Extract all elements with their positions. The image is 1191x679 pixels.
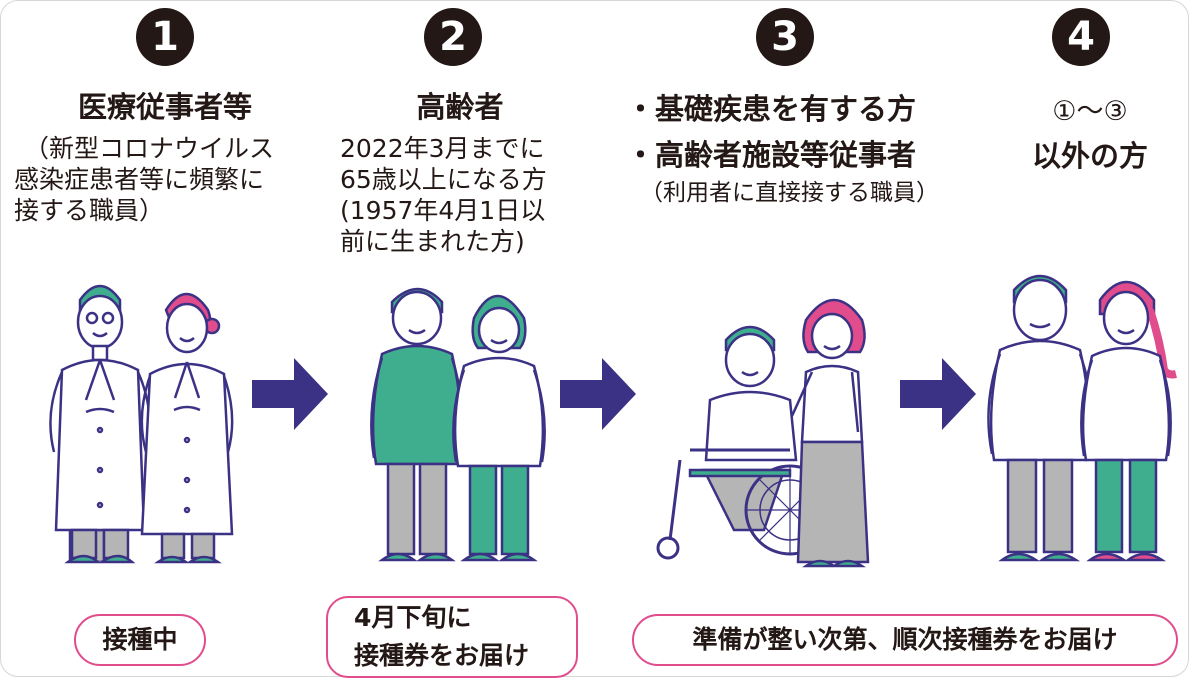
step-2-number: 2 [424, 8, 482, 66]
step-3-description: （利用者に直接接する職員） [640, 180, 939, 206]
status-ticket-late-april: 4月下旬に 接種券をお届け [326, 596, 578, 678]
elderly-man-icon [370, 287, 464, 562]
step-2-desc-line-4: 前に生まれた方) [340, 227, 525, 256]
step-1-title: 医療従事者等 [77, 90, 252, 124]
young-woman-icon [1080, 280, 1177, 562]
arrow-right-icon [900, 358, 976, 430]
caregiver-icon [790, 298, 870, 568]
status-vaccinating-label: 接種中 [102, 625, 178, 654]
status-ticket-line-1: 4月下旬に [354, 603, 472, 632]
step-1-desc-line-3: 接する職員） [14, 196, 165, 225]
arrow-right-icon [252, 358, 328, 430]
status-ticket-line-2: 接種券をお届け [354, 641, 530, 670]
step-4-title-line-1: ①〜③ [1052, 96, 1128, 127]
step-4-title: ①〜③ 以外の方 [1000, 90, 1180, 178]
doctor-icon [49, 284, 151, 564]
young-man-icon [987, 274, 1093, 562]
step-1-desc-line-2: 感染症患者等に頻繁に [14, 165, 265, 194]
step-2-desc-line-1: 2022年3月までに [340, 134, 545, 163]
step-3-bullet-1: ・基礎疾患を有する方 [626, 92, 917, 126]
step-4-title-line-2: 以外の方 [1031, 139, 1148, 173]
step-4-number: 4 [1052, 8, 1110, 66]
step-2-desc-line-3: (1957年4月1日以 [340, 196, 546, 225]
wheelchair-user-icon [656, 325, 836, 560]
status-ticket-when-ready-label: 準備が整い次第、順次接種券をお届け [692, 625, 1118, 654]
status-ticket-when-ready: 準備が整い次第、順次接種券をお届け [632, 614, 1178, 666]
nurse-icon [140, 292, 234, 564]
status-vaccinating: 接種中 [74, 614, 206, 666]
arrow-right-icon [560, 358, 636, 430]
step-3-number: 3 [756, 8, 814, 66]
step-1-description: （新型コロナウイルス 感染症患者等に頻繁に 接する職員） [14, 133, 304, 226]
step-2-description: 2022年3月までに 65歳以上になる方 (1957年4月1日以 前に生まれた方… [340, 133, 580, 257]
step-3-bullet-2: ・高齢者施設等従事者 [626, 138, 917, 172]
step-1-desc-line-1: （新型コロナウイルス [24, 134, 275, 163]
step-2-desc-line-2: 65歳以上になる方 [340, 165, 547, 194]
step-1-number: 1 [136, 8, 194, 66]
elderly-woman-icon [452, 294, 546, 562]
step-2-title: 高齢者 [416, 90, 504, 124]
